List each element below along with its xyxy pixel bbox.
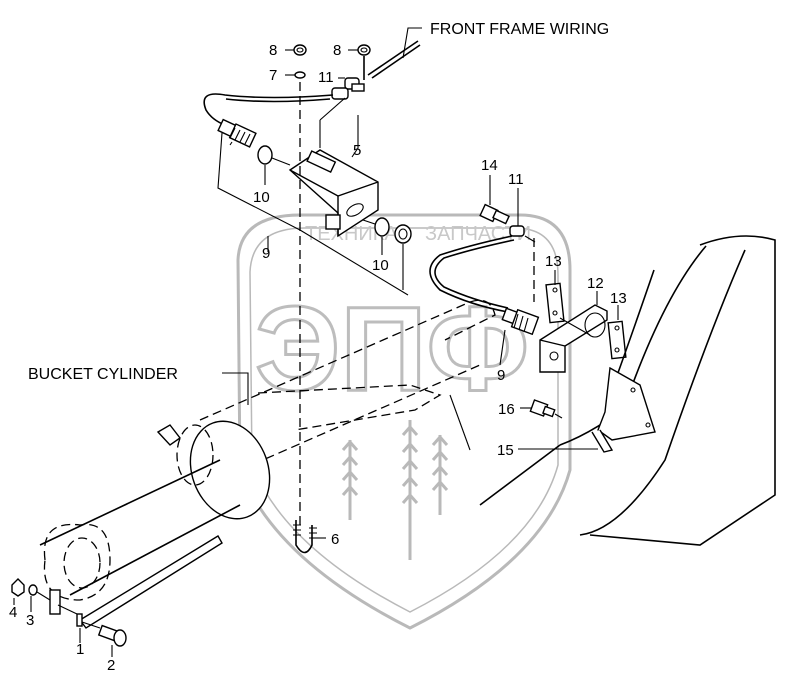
- nut-part: [394, 224, 412, 244]
- callout-10: 10: [372, 257, 389, 274]
- callout-9: 9: [497, 367, 505, 384]
- callout-5: 5: [353, 142, 361, 159]
- clip-tab: [351, 83, 365, 92]
- switch-bracket-part: [539, 304, 608, 373]
- bucket-cylinder: [39, 299, 496, 629]
- bolt-part: [97, 624, 127, 647]
- fastener-parts: [11, 578, 127, 647]
- callout-1: 1: [76, 641, 84, 658]
- watermark-shield: [236, 213, 572, 630]
- callout-2: 2: [107, 657, 115, 674]
- right-switch-assembly: [429, 203, 540, 336]
- callout-8: 8: [333, 42, 341, 59]
- callout-7: 7: [269, 67, 277, 84]
- bracket-15-part: [591, 366, 656, 453]
- clip-part: [509, 225, 525, 237]
- indicator-rod-part: [78, 535, 223, 629]
- washer-part: [374, 217, 390, 237]
- callout-16: 16: [498, 401, 515, 418]
- proximity-switch-part: [217, 118, 257, 148]
- washer-part: [28, 584, 38, 596]
- callout-10: 10: [253, 189, 270, 206]
- leader-lines: [13, 49, 619, 657]
- bolt-16-part: [529, 399, 563, 419]
- callout-13: 13: [545, 253, 562, 270]
- u-bolt-part: [293, 520, 317, 554]
- callout-12: 12: [587, 275, 604, 292]
- bracket-part: [288, 97, 379, 238]
- callout-9: 9: [262, 245, 270, 262]
- mounting-plate-part: [545, 282, 627, 360]
- front-frame-wiring: FRONT FRAME WIRING: [203, 21, 609, 148]
- nut-part: [11, 578, 25, 597]
- grease-fitting-part: [156, 424, 182, 446]
- cylinder-end-part: [189, 420, 271, 520]
- watermark-text-right: ЗАПЧАСТИ: [425, 223, 531, 245]
- callout-15: 15: [497, 442, 514, 459]
- rod-plate-part: [49, 589, 61, 615]
- callout-3: 3: [26, 612, 34, 629]
- front-frame-wiring-label: FRONT FRAME WIRING: [430, 21, 609, 38]
- rod-end-part: [76, 613, 83, 627]
- washer-part: [257, 145, 273, 165]
- callout-14: 14: [481, 157, 498, 174]
- callout-6: 6: [331, 531, 339, 548]
- callout-4: 4: [9, 604, 17, 621]
- wheat-icon: [341, 420, 449, 560]
- connector-part: [331, 87, 349, 100]
- callout-11: 11: [508, 171, 524, 188]
- callout-8: 8: [269, 42, 277, 59]
- watermark: ТЕХНИКА ЗАПЧАСТИ ЭПФ: [236, 213, 572, 630]
- callout-13: 13: [610, 290, 627, 307]
- bucket-cylinder-label: BUCKET CYLINDER: [28, 366, 178, 383]
- callout-11: 11: [318, 69, 334, 86]
- callouts: 8 8 7 11 5 10 9 10 14 11 13 12 13 9 16 1…: [9, 42, 627, 674]
